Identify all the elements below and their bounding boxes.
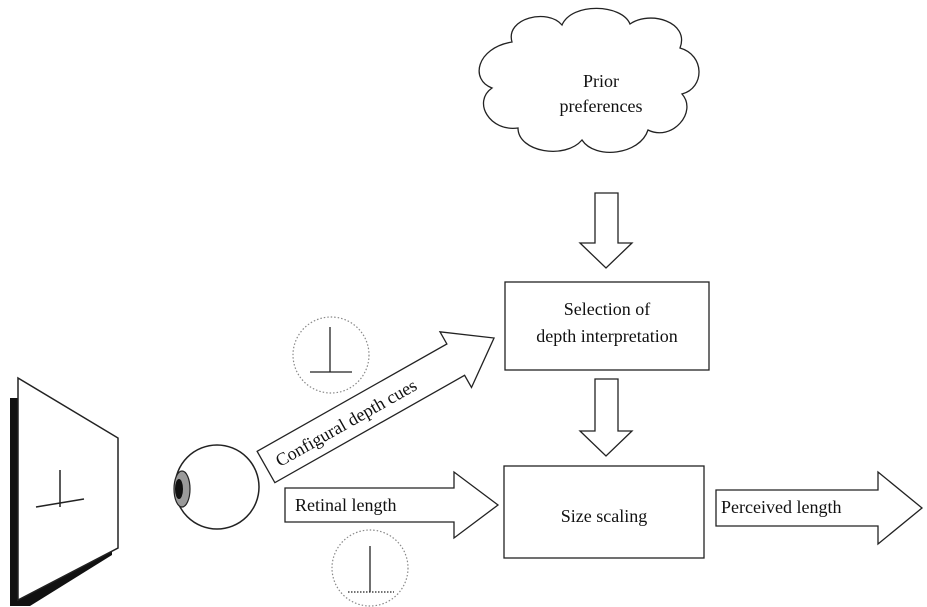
- perceived-length-arrow: Perceived length: [715, 470, 924, 546]
- down-arrow-selection-to-size: [578, 378, 634, 457]
- t-figure-on-screen: [35, 470, 85, 508]
- configural-depth-cues-arrow: Configural depth cues: [256, 331, 495, 484]
- display-screen: [10, 376, 119, 606]
- retinal-t-figure-icon: [331, 529, 409, 607]
- cloud-label-line2: preferences: [560, 96, 643, 116]
- selection-label-line1: Selection of: [564, 299, 650, 319]
- selection-label-line2: depth interpretation: [536, 326, 677, 346]
- prior-preferences-cloud: Prior preferences: [478, 7, 700, 153]
- perceived-arrow-label: Perceived length: [721, 497, 841, 517]
- size-scaling-label: Size scaling: [561, 506, 647, 526]
- down-arrow-cloud-to-selection: [578, 192, 634, 269]
- retinal-length-arrow: Retinal length: [284, 470, 500, 540]
- pupil: [175, 479, 183, 499]
- configural-t-figure-icon: [292, 316, 370, 394]
- retinal-arrow-label: Retinal length: [295, 495, 396, 515]
- eye-icon: [173, 444, 260, 530]
- size-scaling-box: Size scaling: [503, 465, 705, 559]
- cloud-label-line1: Prior: [583, 71, 619, 91]
- selection-box: Selection of depth interpretation: [504, 281, 710, 371]
- screen-face: [17, 376, 119, 602]
